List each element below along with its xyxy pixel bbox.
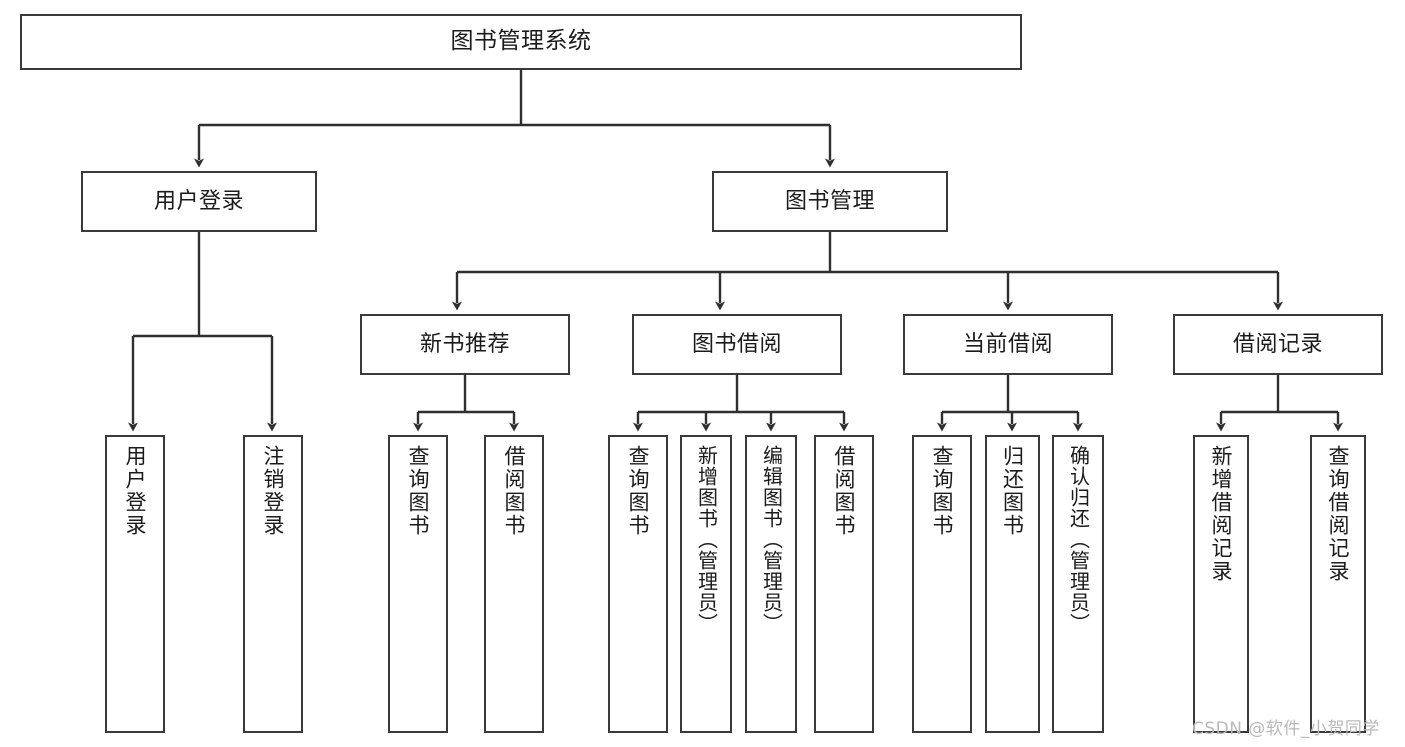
node-root-label: 图书管理系统 — [450, 28, 592, 55]
node-borrow-record[interactable]: 借阅记录 — [1173, 314, 1383, 375]
node-root[interactable]: 图书管理系统 — [20, 14, 1022, 70]
node-book-manage-label: 图书管理 — [784, 188, 875, 214]
node-borrow-record-label: 借阅记录 — [1232, 331, 1323, 357]
leaf-query-book-borrow[interactable]: 查询图书 — [608, 435, 668, 733]
leaf-add-book-admin[interactable]: 新增图书（管理员） — [680, 435, 732, 733]
leaf-return-book[interactable]: 归还图书 — [985, 435, 1040, 733]
leaf-add-borrow-record[interactable]: 新增借阅记录 — [1193, 435, 1249, 733]
leaf-edit-book-admin-label: 编辑图书（管理员） — [759, 445, 784, 634]
leaf-user-login-label: 用户登录 — [123, 445, 148, 537]
leaf-query-book-cur[interactable]: 查询图书 — [912, 435, 972, 733]
leaf-add-borrow-record-label: 新增借阅记录 — [1209, 445, 1234, 583]
leaf-logout-login[interactable]: 注销登录 — [243, 435, 303, 733]
leaf-query-borrow-record-label: 查询借阅记录 — [1326, 445, 1351, 583]
leaf-add-book-admin-label: 新增图书（管理员） — [694, 445, 719, 634]
leaf-edit-book-admin[interactable]: 编辑图书（管理员） — [745, 435, 797, 733]
node-current-borrow-label: 当前借阅 — [962, 331, 1053, 357]
leaf-return-book-label: 归还图书 — [1000, 445, 1025, 537]
node-current-borrow[interactable]: 当前借阅 — [903, 314, 1113, 375]
leaf-borrow-book-rec[interactable]: 借阅图书 — [484, 435, 544, 733]
leaf-borrow-book-rec-label: 借阅图书 — [502, 445, 527, 537]
csdn-watermark: CSDN @软件_小贺同学 — [1192, 719, 1380, 739]
leaf-query-book-cur-label: 查询图书 — [930, 445, 955, 537]
node-user-login-label: 用户登录 — [153, 188, 244, 214]
node-new-book-recommend[interactable]: 新书推荐 — [360, 314, 570, 375]
leaf-borrow-book-label: 借阅图书 — [832, 445, 857, 537]
node-book-borrow[interactable]: 图书借阅 — [632, 314, 842, 375]
leaf-query-borrow-record[interactable]: 查询借阅记录 — [1310, 435, 1366, 733]
node-new-book-recommend-label: 新书推荐 — [419, 331, 510, 357]
leaf-confirm-return-admin-label: 确认归还（管理员） — [1066, 445, 1091, 634]
leaf-confirm-return-admin[interactable]: 确认归还（管理员） — [1052, 435, 1104, 733]
node-book-borrow-label: 图书借阅 — [691, 331, 782, 357]
leaf-borrow-book[interactable]: 借阅图书 — [814, 435, 874, 733]
leaf-user-login[interactable]: 用户登录 — [105, 435, 165, 733]
leaf-query-book-rec-label: 查询图书 — [406, 445, 431, 537]
leaf-query-book-borrow-label: 查询图书 — [626, 445, 651, 537]
node-user-login[interactable]: 用户登录 — [81, 171, 317, 232]
leaf-logout-login-label: 注销登录 — [261, 445, 286, 537]
leaf-query-book-rec[interactable]: 查询图书 — [388, 435, 448, 733]
node-book-manage[interactable]: 图书管理 — [712, 171, 948, 232]
